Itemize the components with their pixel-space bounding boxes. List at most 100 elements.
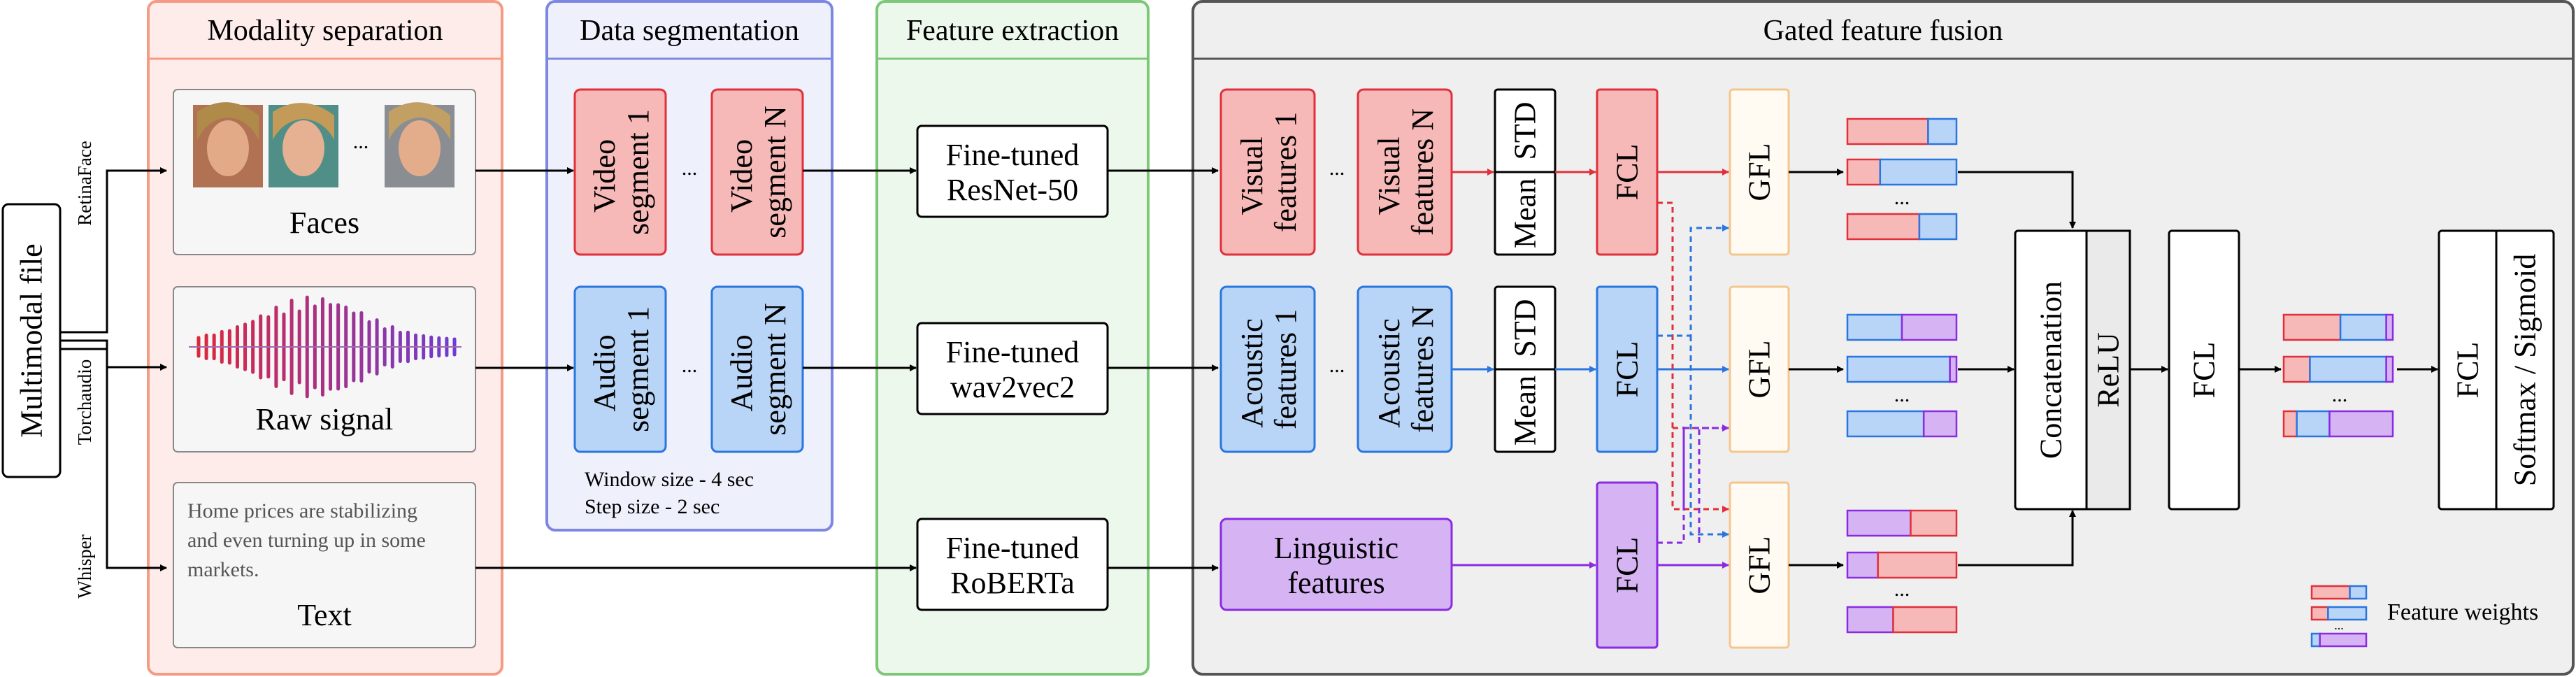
svg-text:Visual features 1: Visual features 1 (1235, 112, 1303, 232)
feature-bar-segment (1846, 551, 1879, 579)
feature-bar-segment (1846, 313, 1903, 341)
text-sample-line-3: markets. (187, 558, 259, 581)
visual-bars-ellipsis: ... (1894, 186, 1910, 209)
feature-bar-segment (1846, 158, 1882, 186)
feature-bar-segment (2296, 410, 2331, 438)
feature-bar-segment (1846, 410, 1925, 438)
feature-bar-segment (1910, 509, 1958, 537)
svg-text:STD: STD (1508, 101, 1543, 159)
acoustic-bars-ellipsis: ... (1894, 383, 1910, 406)
feature-weights-legend: ... (2310, 585, 2368, 648)
svg-text:wav2vec2: wav2vec2 (950, 370, 1075, 404)
feature-bar-segment (1846, 355, 1951, 383)
feature-bar-segment (1846, 213, 1921, 241)
retinaface-label: RetinaFace (74, 141, 95, 225)
panel-title-modality: Modality separation (207, 15, 443, 47)
acoustic-features-ellipsis: ... (1329, 354, 1345, 377)
visual-fcl-box: FCL (1596, 88, 1659, 256)
acoustic-features-n: Acoustic features N (1357, 285, 1453, 453)
text-sample-line-2: and even turning up in some (187, 529, 426, 552)
weighted-feature-bars (1846, 117, 1958, 634)
svg-text:GFL: GFL (1743, 340, 1777, 398)
window-size-note: Window size - 4 sec (585, 468, 754, 491)
svg-text:Audio segment 1: Audio segment 1 (587, 306, 655, 432)
visual-features-n: Visual features N (1357, 88, 1453, 256)
resnet-box: Fine-tuned ResNet-50 (916, 124, 1109, 218)
linguistic-features-box: Linguistic features (1219, 518, 1453, 611)
faces-box: ... Faces (173, 89, 476, 255)
svg-text:FCL: FCL (1610, 144, 1645, 201)
gfl-output-arrows (1789, 169, 1844, 569)
mixed-feature-bars (2282, 313, 2394, 438)
acoustic-fcl-box: FCL (1596, 285, 1659, 453)
raw-signal-label: Raw signal (256, 402, 394, 436)
svg-text:STD: STD (1508, 299, 1543, 357)
concatenation-label: Concatenation (2034, 281, 2068, 459)
relu-label: ReLU (2091, 332, 2126, 408)
panel-title-fusion: Gated feature fusion (1763, 15, 2003, 47)
feature-bar-segment (2319, 632, 2368, 648)
svg-text:Audio segment N: Audio segment N (724, 303, 792, 435)
fcl-3-label: FCL (2451, 342, 2485, 399)
feature-bar-segment (2310, 585, 2351, 600)
feature-bar-segment (1901, 313, 1958, 341)
audio-segment-1: Audio segment 1 (573, 285, 667, 453)
feature-bar-segment (1892, 606, 1958, 634)
text-label: Text (297, 598, 352, 632)
roberta-box: Fine-tuned RoBERTa (916, 518, 1109, 611)
waveform-icon (189, 295, 461, 399)
svg-text:GFL: GFL (1743, 536, 1777, 594)
video-segment-ellipsis: ... (682, 157, 698, 180)
face-thumbnail-icon (193, 102, 263, 187)
extraction-to-fusion-arrows (1108, 167, 1219, 571)
bars-to-concat-arrows (1958, 171, 2076, 566)
feature-bar-segment (1922, 410, 1958, 438)
text-box: Home prices are stabilizing and even tur… (173, 482, 476, 648)
text-sample-line-1: Home prices are stabilizing (187, 499, 417, 522)
svg-text:Mean: Mean (1508, 178, 1543, 248)
acoustic-gfl-box: GFL (1729, 285, 1790, 453)
panel-title-segmentation: Data segmentation (580, 15, 799, 47)
multimodal-file-box: Multimodal file (1, 203, 62, 478)
feature-bar-segment (2327, 606, 2368, 621)
fcl-layer-2-box: FCL (2168, 229, 2240, 511)
feature-bar-segment (1846, 509, 1912, 537)
feature-bar-segment (1879, 158, 1958, 186)
svg-text:RoBERTa: RoBERTa (950, 566, 1075, 600)
svg-text:Visual features N: Visual features N (1372, 108, 1440, 236)
cross-modal-gating-arrows (1657, 201, 1729, 544)
faces-ellipsis: ... (353, 130, 369, 153)
feature-bar-segment (2385, 313, 2394, 341)
svg-text:FCL: FCL (2187, 342, 2221, 399)
whisper-label: Whisper (74, 534, 95, 598)
legend-label: Feature weights (2387, 599, 2538, 625)
feature-bar-segment (1949, 355, 1958, 383)
acoustic-features-1: Acoustic features 1 (1219, 285, 1316, 453)
svg-text:FCL: FCL (1610, 537, 1645, 594)
modality-to-segment-arrows (475, 167, 917, 571)
feature-bar-segment (2309, 355, 2387, 383)
acoustic-mean-std-box: STD Mean (1494, 285, 1557, 453)
visual-features-ellipsis: ... (1329, 157, 1345, 180)
visual-mean-std-box: STD Mean (1494, 88, 1557, 256)
visual-gfl-box: GFL (1729, 88, 1790, 256)
input-routing (60, 167, 167, 571)
linguistic-fcl-box: FCL (1596, 481, 1659, 649)
feature-bar-segment (2282, 313, 2342, 341)
face-thumbnail-icon (385, 102, 455, 187)
svg-text:FCL: FCL (1610, 341, 1645, 398)
svg-text:Fine-tuned: Fine-tuned (946, 335, 1080, 369)
audio-segment-n: Audio segment N (710, 285, 804, 453)
visual-features-1: Visual features 1 (1219, 88, 1316, 256)
linguistic-bars-ellipsis: ... (1894, 578, 1910, 601)
audio-segment-ellipsis: ... (682, 354, 698, 377)
legend-ellipsis: ... (2334, 618, 2344, 632)
svg-text:Mean: Mean (1508, 376, 1543, 446)
wav2vec-box: Fine-tuned wav2vec2 (916, 322, 1109, 415)
svg-text:GFL: GFL (1743, 143, 1777, 201)
feature-bar-segment (2349, 585, 2368, 600)
mixed-bars-ellipsis: ... (2332, 383, 2348, 406)
feature-bar-segment (2385, 355, 2394, 383)
softmax-sigmoid-label: Softmax / Sigmoid (2508, 254, 2542, 486)
